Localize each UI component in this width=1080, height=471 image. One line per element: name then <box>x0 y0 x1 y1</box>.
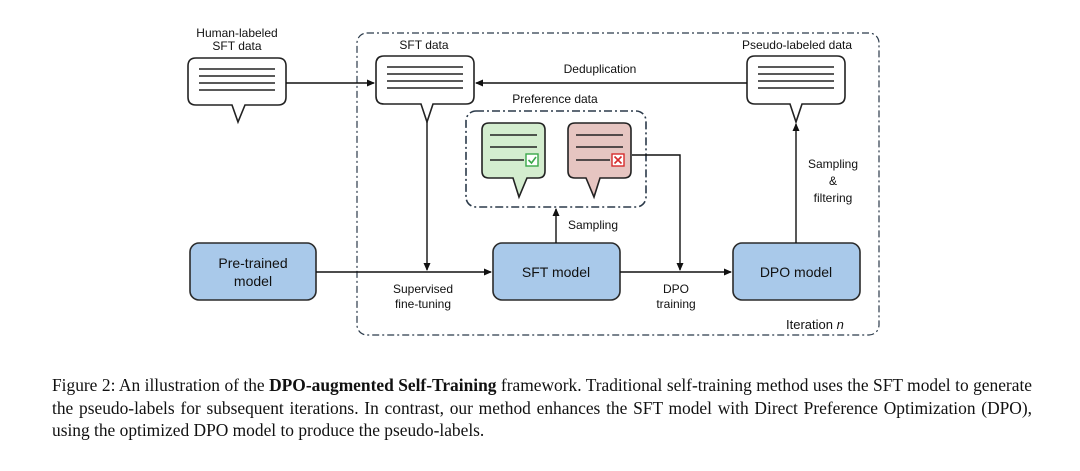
sampling-label: Sampling <box>568 218 618 232</box>
iteration-region <box>356 32 880 336</box>
figure-caption: Figure 2: An illustration of the DPO-aug… <box>52 374 1032 442</box>
sampling-filtering-label-line3: filtering <box>814 191 853 205</box>
supervised-finetuning-label-line1: Supervised <box>393 282 453 296</box>
pseudo-labeled-data-icon <box>746 55 846 125</box>
iteration-label: Iteration n <box>786 317 844 332</box>
check-icon <box>525 153 539 167</box>
human-labeled-data-icon <box>187 57 287 125</box>
svg-text:DPO model: DPO model <box>760 264 832 280</box>
svg-text:model: model <box>234 273 272 289</box>
dpo-training-label-line2: training <box>656 297 695 311</box>
caption-bold: DPO-augmented Self-Training <box>269 375 497 395</box>
sft-data-icon <box>375 55 475 125</box>
pseudo-labeled-label: Pseudo-labeled data <box>742 38 852 52</box>
sampling-filtering-label-line1: Sampling <box>808 157 858 171</box>
sft-model-box: SFT model <box>492 242 621 301</box>
preference-data-region <box>465 110 647 208</box>
deduplication-label: Deduplication <box>564 62 637 76</box>
chosen-response-icon <box>481 122 546 200</box>
pretrained-model-box: Pre-trained model <box>189 242 317 301</box>
svg-text:Pre-trained: Pre-trained <box>218 255 287 271</box>
rejected-response-icon <box>567 122 632 200</box>
dpo-model-box: DPO model <box>732 242 861 301</box>
sft-data-label: SFT data <box>399 38 448 52</box>
supervised-finetuning-label-line2: fine-tuning <box>395 297 451 311</box>
framework-diagram: Iteration n Human-labeled SFT data SFT d… <box>187 26 880 336</box>
human-labeled-label-line1: Human-labeled <box>196 26 277 40</box>
svg-text:SFT model: SFT model <box>522 264 590 280</box>
caption-prefix: Figure 2: An illustration of the <box>52 375 270 395</box>
human-labeled-label-line2: SFT data <box>212 39 261 53</box>
sampling-filtering-label-line2: & <box>829 174 837 188</box>
dpo-training-label-line1: DPO <box>663 282 689 296</box>
arrow-preference-to-dpo-training <box>632 154 684 271</box>
cross-icon <box>611 153 625 167</box>
caption-suffix: framework. Traditional self-training met… <box>52 375 1032 440</box>
preference-data-label: Preference data <box>512 92 598 106</box>
